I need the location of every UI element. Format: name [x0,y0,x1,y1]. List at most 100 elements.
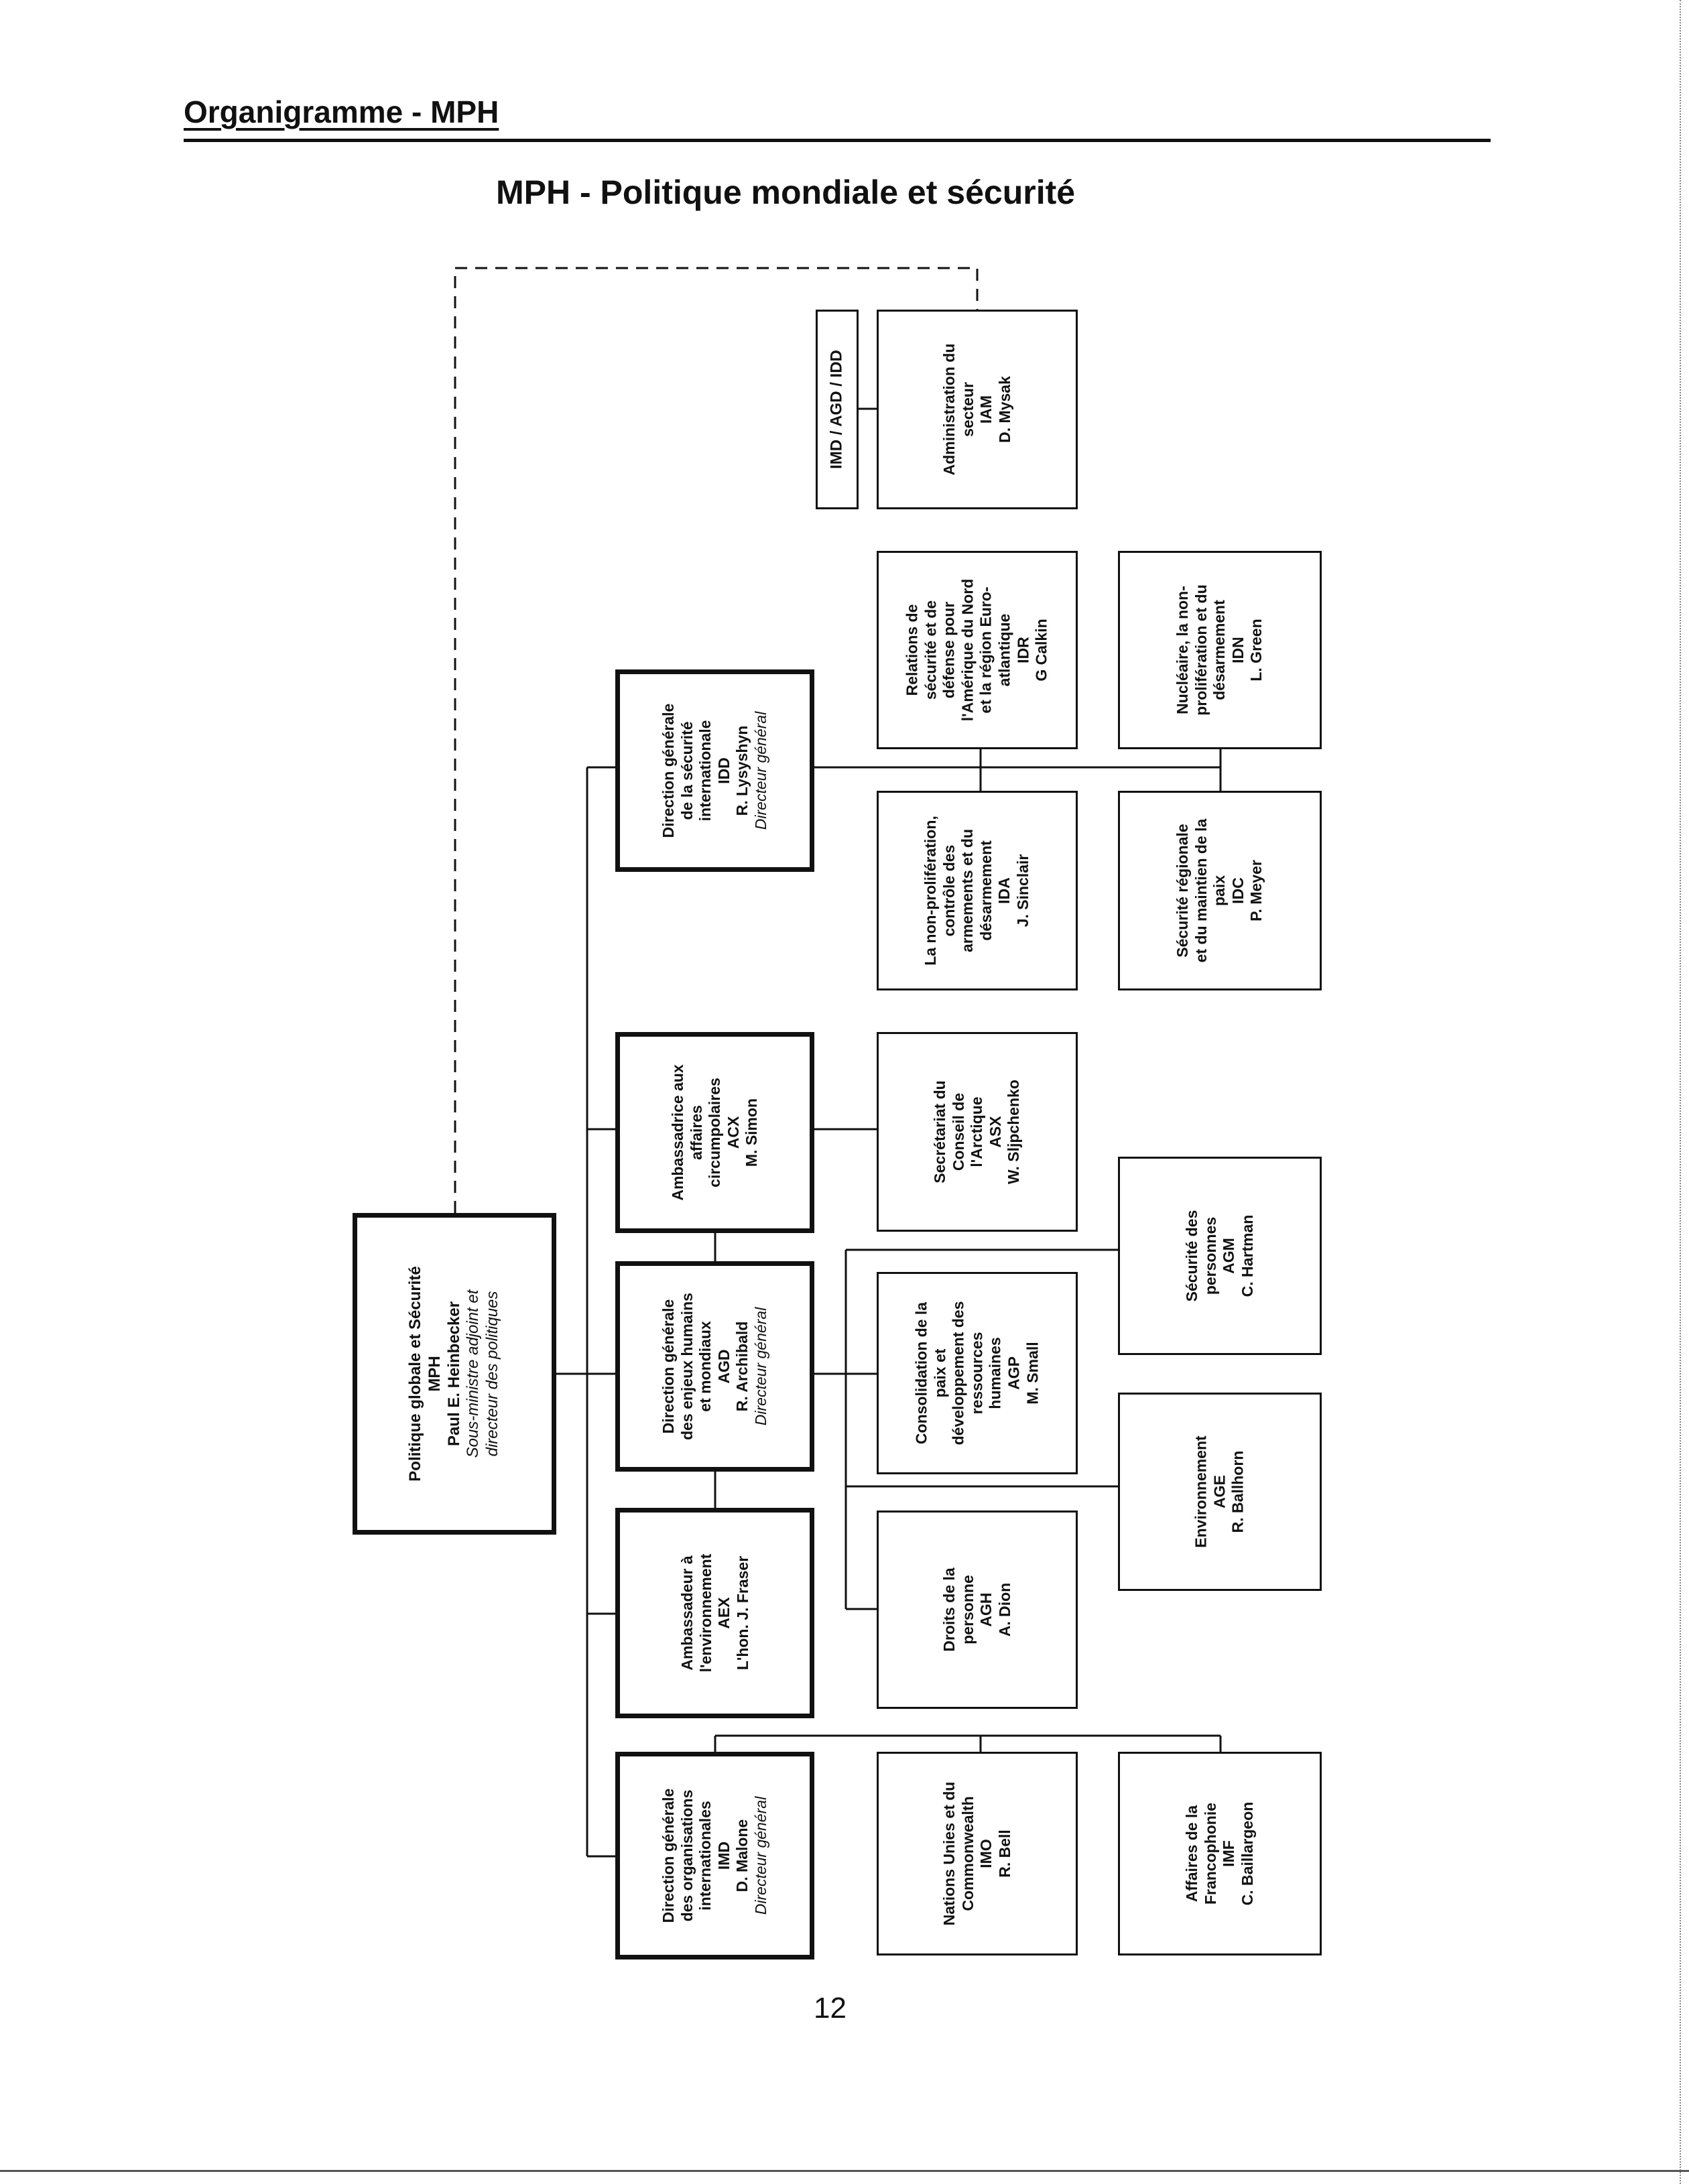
node-ida: La non-prolifération, contrôle des armem… [877,791,1078,990]
node-agm-line: AGM [1220,1238,1237,1274]
node-imf-line: Francophonie [1201,1802,1219,1905]
node-idc-line: P. Meyer [1247,860,1265,921]
node-imf-line: C. Baillargeon [1238,1801,1256,1906]
node-ida-line: contrôle des [940,844,958,937]
node-mph-role: Sous-ministre adjoint et [464,1289,483,1458]
node-imo-line: IMO [977,1839,995,1868]
node-idn-line: Nucléaire, la non- [1174,586,1192,714]
node-acx: Ambassadrice aux affaires circumpolaires… [615,1032,814,1233]
node-idr: Relations de sécurité et de défense pour… [877,551,1078,749]
node-iam-line: Administration du [940,343,958,476]
node-agd-line: des enjeux humains [678,1293,696,1440]
node-imd-line: D. Malone [733,1819,751,1892]
node-agh-line: AGH [977,1592,995,1627]
node-mph: Politique globale et Sécurité MPH Paul E… [353,1213,556,1535]
node-asx-line: Secrétariat du [931,1080,949,1183]
node-idd-line: Direction générale [659,703,677,838]
node-imd-line: IMD [714,1841,733,1870]
node-age-line: R. Ballhorn [1229,1450,1247,1533]
node-age-line: Environnement [1192,1435,1210,1548]
node-idd-role: Directeur général [751,711,769,830]
node-idn: Nucléaire, la non- prolifération et du d… [1118,551,1322,749]
node-ida-line: La non-prolifération, [922,816,940,966]
node-agd: Direction générale des enjeux humains et… [615,1261,814,1472]
node-asx-line: l'Arctique [968,1096,986,1167]
node-iam-line: D. Mysak [995,376,1013,443]
node-idc-line: IDC [1229,877,1247,904]
scan-edge-line [1680,0,1681,2184]
node-idr-line: Relations de [903,604,921,696]
node-agd-line: Direction générale [659,1299,677,1434]
node-acx-line: M. Simon [742,1098,760,1167]
node-mph-line: MPH [425,1356,444,1392]
node-mph-line: Politique globale et Sécurité [406,1266,425,1482]
node-asx: Secrétariat du Conseil de l'Arctique ASX… [877,1032,1078,1232]
node-imd: Direction générale des organisations int… [615,1752,814,1960]
node-aex-line: AEX [714,1597,733,1629]
node-asx-line: ASX [986,1116,1004,1148]
node-idr-line: G Calkin [1032,619,1050,682]
node-imd-line: Direction générale [659,1788,677,1923]
node-age-line: AGE [1210,1475,1229,1508]
node-agp-line: humaines [986,1337,1004,1409]
node-acx-line: ACX [724,1116,742,1149]
node-agm-line: personnes [1201,1216,1219,1295]
node-age: Environnement AGE R. Ballhorn [1118,1393,1322,1591]
scan-bottom-line [0,2170,1689,2172]
node-agm: Sécurité des personnes AGM C. Hartman [1118,1157,1322,1355]
node-aex-line: l'environnement [696,1553,714,1673]
node-agd-line: et mondiaux [696,1321,714,1412]
node-imo: Nations Unies et du Commonwealth IMO R. … [877,1752,1078,1955]
chart-title: MPH - Politique mondiale et sécurité [496,174,1076,211]
node-idc-line: Sécurité régionale [1174,824,1192,958]
node-idr-line: atlantique [995,613,1013,687]
node-agh: Droits de la personne AGH A. Dion [877,1511,1078,1709]
node-asx-line: W. Sljpchenko [1005,1080,1023,1184]
node-imd-line: internationales [696,1801,714,1911]
node-idc: Sécurité régionale et du maintien de la … [1118,791,1322,990]
node-idn-line: L. Green [1247,619,1265,682]
node-imd-line: des organisations [678,1789,696,1922]
node-imd-agd-idd-line: IMD / AGD / IDD [827,350,846,469]
node-agh-line: A. Dion [995,1582,1013,1637]
header-rule [184,139,1491,142]
node-aex: Ambassadeur à l'environnement AEX L'hon.… [615,1508,814,1718]
node-ida-line: désarmement [977,840,995,941]
node-agh-line: Droits de la [940,1567,958,1652]
node-iam: Administration du secteur IAM D. Mysak [877,310,1078,509]
node-iam-line: secteur [958,382,977,437]
node-agp-line: paix et [931,1348,949,1398]
node-acx-line: Ambassadrice aux [668,1064,686,1201]
node-ida-line: J. Sinclair [1014,854,1032,927]
node-idn-line: prolifération et du [1192,584,1210,716]
node-aex-line: Ambassadeur à [678,1555,696,1671]
node-idd-line: de la sécurité [678,721,696,820]
node-agm-line: C. Hartman [1238,1214,1256,1297]
node-idn-line: IDN [1229,637,1247,663]
node-imf-line: Affaires de la [1182,1805,1200,1903]
node-aex-line: L'hon. J. Fraser [733,1555,751,1671]
node-idd-line: internationale [696,720,714,822]
node-ida-line: armements et du [958,828,977,953]
node-agp-line: AGP [1005,1356,1023,1390]
node-imo-line: Nations Unies et du [940,1781,958,1926]
page-number: 12 [814,1992,847,2025]
node-acx-line: circumpolaires [705,1078,723,1187]
node-agh-line: personne [958,1575,977,1645]
node-idc-line: paix [1210,875,1229,907]
node-agm-line: Sécurité des [1182,1210,1200,1302]
node-idr-line: et la région Euro- [977,586,995,714]
node-idr-line: défense pour [940,601,958,699]
node-acx-line: affaires [687,1105,705,1160]
node-agp-line: Consolidation de la [912,1301,930,1445]
node-agp-line: ressources [968,1332,986,1415]
node-iam-line: IAM [977,395,995,424]
node-idr-line: l'Amérique du Nord [958,578,977,722]
node-idc-line: et du maintien de la [1192,818,1210,963]
node-idr-line: IDR [1014,637,1032,663]
node-idd: Direction générale de la sécurité intern… [615,669,814,872]
node-mph-role: directeur des politiques [483,1291,502,1457]
node-agp-line: M. Small [1023,1342,1041,1405]
node-idr-line: sécurité et de [922,600,940,700]
